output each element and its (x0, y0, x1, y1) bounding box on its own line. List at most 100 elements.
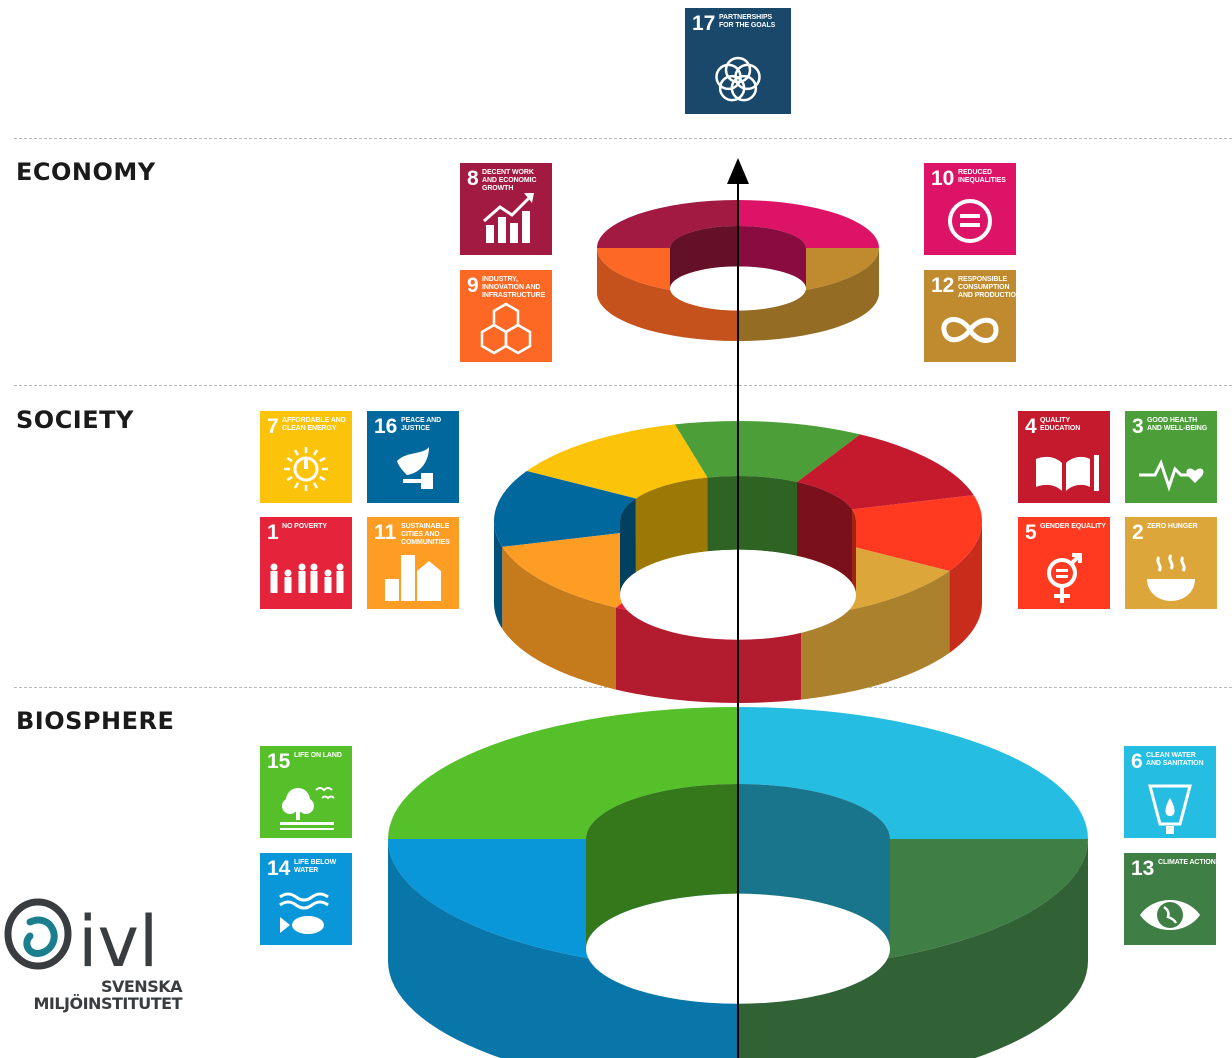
sdg-label: CLEAN WATER AND SANITATION (1146, 752, 1204, 767)
biosphere-ring-inner-wall (738, 784, 890, 949)
sdg-number: 16 (374, 415, 398, 438)
layer-title-society: SOCIETY (16, 406, 134, 434)
sdg-tile-5: 5 GENDER EQUALITY (1018, 517, 1110, 609)
sdg-tile-10: 10 REDUCED INEQUALITIES (924, 163, 1016, 255)
infinity-icon (941, 317, 999, 343)
sdg-tile-6: 6 CLEAN WATER AND SANITATION (1124, 746, 1216, 838)
economy-ring-segment (738, 200, 879, 248)
sdg-number: 9 (467, 274, 479, 297)
tree-birds-icon (280, 787, 335, 830)
sdg-number: 1 (267, 521, 279, 544)
society-ring-inner-wall (851, 509, 856, 595)
sdg-number: 10 (931, 167, 955, 190)
family-icon (270, 563, 344, 593)
sdg-tile-12: 12 RESPONSIBLE CONSUMPTION AND PRODUCTIO… (924, 270, 1016, 362)
society-ring-segment (526, 424, 708, 499)
sdg-number: 17 (692, 12, 716, 35)
biosphere-ring-inner-wall (586, 784, 738, 949)
sdg-tile-9: 9 INDUSTRY, INNOVATION AND INFRASTRUCTUR… (460, 270, 552, 362)
society-ring-inner-wall (707, 475, 797, 556)
sdg-label: GENDER EQUALITY (1040, 523, 1106, 530)
sdg-label: INDUSTRY, INNOVATION AND INFRASTRUCTURE (482, 276, 546, 299)
society-ring-inner-wall (635, 477, 708, 573)
book-pencil-icon (1036, 455, 1099, 491)
economy-ring-inner-wall (738, 226, 806, 289)
society-ring-side-wall (801, 571, 950, 700)
economy-ring-side-wall (597, 248, 738, 341)
society-ring-segment (797, 434, 974, 510)
sdg-number: 5 (1025, 521, 1037, 544)
separator-line (14, 385, 1232, 386)
sdg-tile-13: 13 CLIMATE ACTION (1124, 853, 1216, 945)
layer-title-biosphere: BIOSPHERE (16, 707, 175, 735)
swirl-icon (4, 898, 72, 970)
economy-ring-segment (597, 200, 738, 248)
sdg-label: SUSTAINABLE CITIES AND COMMUNITIES (401, 523, 450, 546)
ivl-logo-mark: ivl (4, 898, 158, 983)
logo-line-2: MILJÖINSTITUTET (33, 994, 182, 1013)
society-ring-side-wall (502, 546, 616, 690)
gender-symbol-icon (1047, 553, 1082, 603)
growth-chart-icon (483, 193, 534, 243)
biosphere-ring-segment (388, 707, 738, 839)
fish-waves-icon (279, 892, 329, 934)
sdg-tile-11: 11 SUSTAINABLE CITIES AND COMMUNITIES (367, 517, 459, 609)
sdg-label: CLIMATE ACTION (1158, 859, 1216, 866)
sdg-label: LIFE ON LAND (294, 752, 342, 759)
sdg-tile-2: 2 ZERO HUNGER (1125, 517, 1217, 609)
biosphere-ring-segment (738, 707, 1088, 839)
sdg-label: AFFORDABLE AND CLEAN ENERGY (282, 417, 346, 432)
society-ring-side-wall (949, 521, 982, 653)
sdg-number: 6 (1131, 750, 1143, 773)
sdg-tile-8: 8 DECENT WORK AND ECONOMIC GROWTH (460, 163, 552, 255)
city-icon (385, 555, 441, 601)
sdg-number: 4 (1025, 415, 1037, 438)
sdg-number: 3 (1132, 415, 1144, 438)
sdg-number: 8 (467, 167, 479, 190)
sdg-label: ZERO HUNGER (1147, 523, 1198, 530)
society-ring-inner-wall (620, 498, 636, 595)
sdg-number: 13 (1131, 857, 1155, 880)
society-ring-segment (840, 495, 982, 571)
sdg-tile-16: 16 PEACE AND JUSTICE (367, 411, 459, 503)
sdg-label: REDUCED INEQUALITIES (958, 169, 1006, 184)
sdg-tile-15: 15 LIFE ON LAND (260, 746, 352, 838)
sdg-tile-4: 4 QUALITY EDUCATION (1018, 411, 1110, 503)
bowl-icon (1147, 554, 1195, 601)
sdg-number: 14 (267, 857, 291, 880)
sdg-label: QUALITY EDUCATION (1040, 417, 1081, 432)
sdg-label: GOOD HEALTH AND WELL-BEING (1147, 417, 1208, 432)
sdg-number: 2 (1132, 521, 1144, 544)
layer-title-economy: ECONOMY (16, 158, 156, 186)
sdg-label: NO POVERTY (282, 523, 327, 530)
biosphere-ring-side-wall (738, 839, 1088, 1058)
sdg-tile-3: 3 GOOD HEALTH AND WELL-BEING (1125, 411, 1217, 503)
biosphere-ring-side-wall (388, 839, 738, 1058)
ivl-wordmark: ivl (78, 901, 158, 982)
separator-line (14, 138, 1232, 139)
society-ring-segment (674, 421, 860, 483)
vertical-axis-arrow (727, 158, 749, 1058)
sdg-tile-17: 17 PARTNERSHIPS FOR THE GOALS (685, 8, 791, 114)
sdg-tile-7: 7 AFFORDABLE AND CLEAN ENERGY (260, 411, 352, 503)
sdg-label: PARTNERSHIPS FOR THE GOALS (719, 14, 776, 29)
sun-power-icon (284, 447, 328, 491)
society-ring-side-wall (494, 521, 503, 629)
ivl-logo: ivl SVENSKA MILJÖINSTITUTET (0, 882, 200, 1032)
sdg-label: DECENT WORK AND ECONOMIC GROWTH (482, 169, 537, 192)
economy-ring-side-wall (738, 248, 879, 341)
sdg-number: 12 (931, 274, 955, 297)
sdg-number: 11 (374, 521, 397, 544)
sdg-label: LIFE BELOW WATER (294, 859, 337, 874)
dove-gavel-icon (397, 447, 433, 489)
partnership-rings-icon (715, 56, 761, 102)
sdg-tile-1: 1 NO POVERTY (260, 517, 352, 609)
economy-ring-inner-wall (670, 226, 738, 289)
heartbeat-icon (1139, 459, 1204, 492)
sdg-number: 7 (267, 415, 279, 438)
equals-circle-icon (948, 199, 992, 243)
society-ring-segment (494, 471, 636, 547)
logo-line-1: SVENSKA (100, 977, 183, 996)
society-ring-inner-wall (797, 482, 852, 584)
